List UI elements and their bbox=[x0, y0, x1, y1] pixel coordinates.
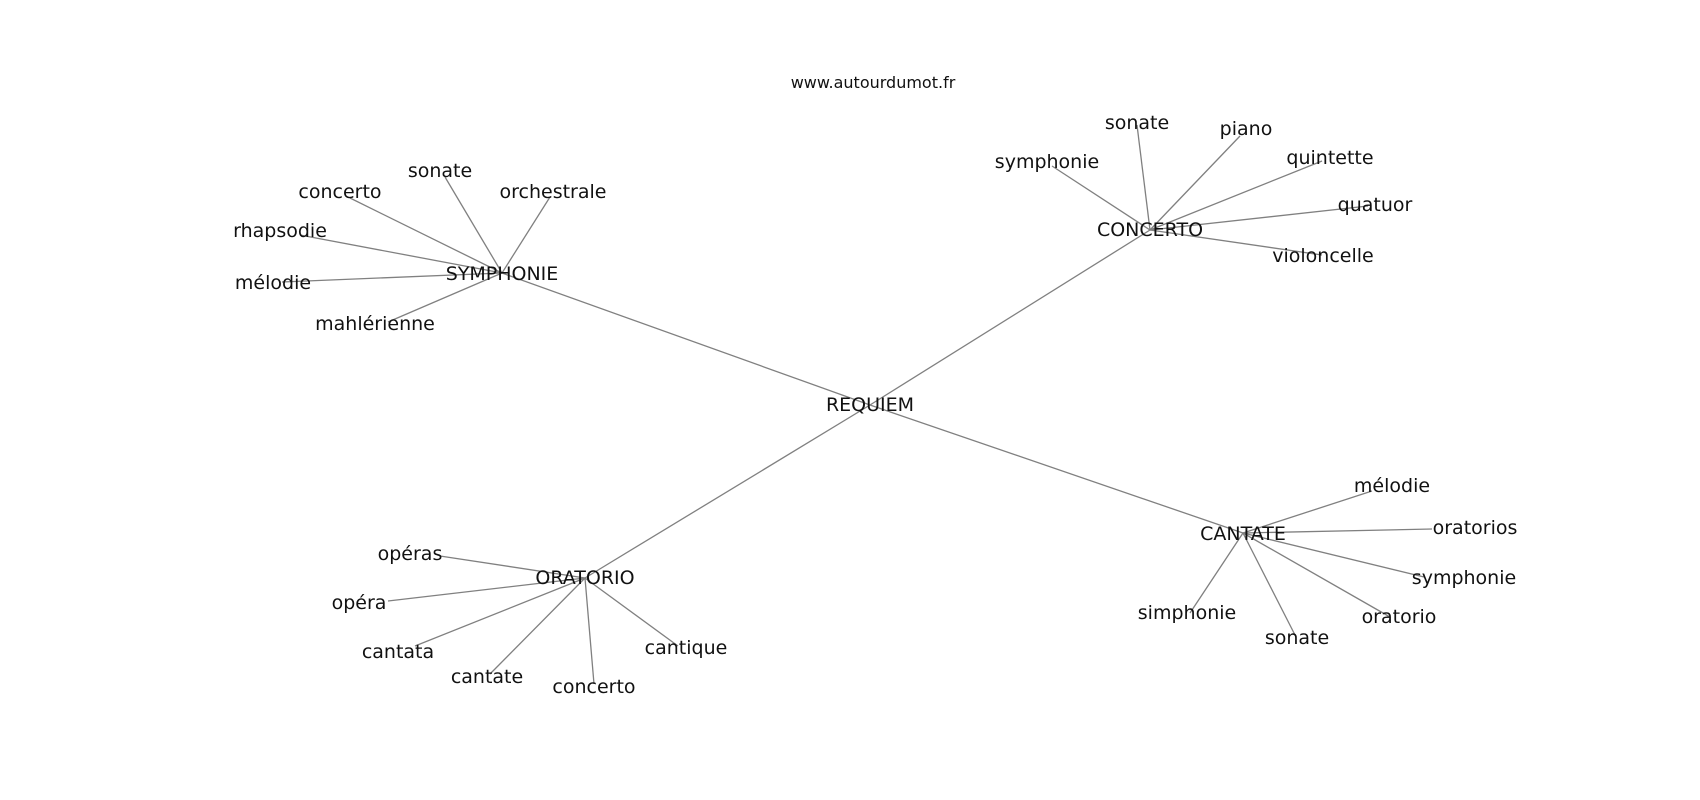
leaf-node-label: cantate bbox=[451, 666, 523, 688]
leaf-node-label: cantique bbox=[645, 637, 728, 659]
leaf-node-label: concerto bbox=[552, 676, 635, 698]
edge-cantate-1 bbox=[1242, 528, 1433, 534]
graph-edges bbox=[281, 124, 1433, 685]
edge-oratorio-3 bbox=[489, 577, 586, 675]
leaf-node-label: oratorios bbox=[1433, 517, 1518, 539]
edge-symphonie-3 bbox=[299, 234, 503, 274]
edge-center-cantate bbox=[869, 404, 1244, 534]
edge-cantate-3 bbox=[1242, 532, 1391, 618]
leaf-node-label: mélodie bbox=[1354, 475, 1430, 497]
edge-concerto-5 bbox=[1149, 229, 1323, 256]
leaf-node-label: symphonie bbox=[995, 151, 1099, 173]
edge-concerto-3 bbox=[1149, 160, 1323, 231]
leaf-node-label: concerto bbox=[298, 181, 381, 203]
edge-symphonie-1 bbox=[444, 176, 503, 274]
hub-node-label: ORATORIO bbox=[535, 567, 634, 589]
center-node-label: REQUIEM bbox=[826, 394, 914, 416]
leaf-node-label: simphonie bbox=[1138, 602, 1236, 624]
leaf-node-label: orchestrale bbox=[500, 181, 607, 203]
hub-node-label: CANTATE bbox=[1200, 523, 1286, 545]
edge-cantate-4 bbox=[1242, 532, 1296, 636]
site-url: www.autourdumot.fr bbox=[791, 73, 956, 92]
leaf-node-label: opéra bbox=[332, 592, 387, 614]
leaf-node-label: cantata bbox=[362, 641, 434, 663]
edge-cantate-2 bbox=[1242, 532, 1425, 578]
leaf-node-label: opéras bbox=[378, 543, 443, 565]
leaf-node-label: oratorio bbox=[1362, 606, 1437, 628]
edge-concerto-1 bbox=[1149, 135, 1241, 231]
edge-symphonie-0 bbox=[349, 197, 503, 274]
edge-symphonie-5 bbox=[387, 272, 503, 323]
leaf-node-label: mahlérienne bbox=[315, 313, 435, 335]
leaf-node-label: mélodie bbox=[235, 272, 311, 294]
edge-concerto-2 bbox=[1051, 165, 1151, 231]
hub-node-label: SYMPHONIE bbox=[446, 263, 559, 285]
graph-nodes: REQUIEM SYMPHONIE concerto sonate orchestral… bbox=[233, 112, 1517, 698]
leaf-node-label: violoncelle bbox=[1272, 245, 1373, 267]
edge-oratorio-2 bbox=[414, 577, 586, 647]
hub-node-label: CONCERTO bbox=[1097, 219, 1203, 241]
leaf-node-label: sonate bbox=[1105, 112, 1169, 134]
edge-oratorio-0 bbox=[439, 555, 586, 579]
leaf-node-label: quintette bbox=[1286, 147, 1373, 169]
edge-oratorio-1 bbox=[387, 577, 586, 602]
edge-cantate-5 bbox=[1189, 532, 1244, 614]
edge-symphonie-4 bbox=[281, 272, 503, 283]
edge-center-symphonie bbox=[501, 272, 871, 406]
edge-concerto-4 bbox=[1149, 205, 1369, 231]
leaf-node-label: quatuor bbox=[1338, 194, 1413, 216]
edge-oratorio-5 bbox=[584, 577, 679, 647]
edge-concerto-0 bbox=[1136, 124, 1151, 231]
leaf-node-label: sonate bbox=[408, 160, 472, 182]
leaf-node-label: symphonie bbox=[1412, 567, 1516, 589]
edge-symphonie-2 bbox=[501, 196, 551, 274]
edge-center-concerto bbox=[869, 229, 1151, 406]
edge-center-oratorio bbox=[584, 404, 871, 579]
edge-oratorio-4 bbox=[584, 577, 595, 685]
leaf-node-label: piano bbox=[1220, 118, 1273, 140]
leaf-node-label: rhapsodie bbox=[233, 220, 327, 242]
edge-cantate-0 bbox=[1242, 490, 1373, 534]
leaf-node-label: sonate bbox=[1265, 627, 1329, 649]
